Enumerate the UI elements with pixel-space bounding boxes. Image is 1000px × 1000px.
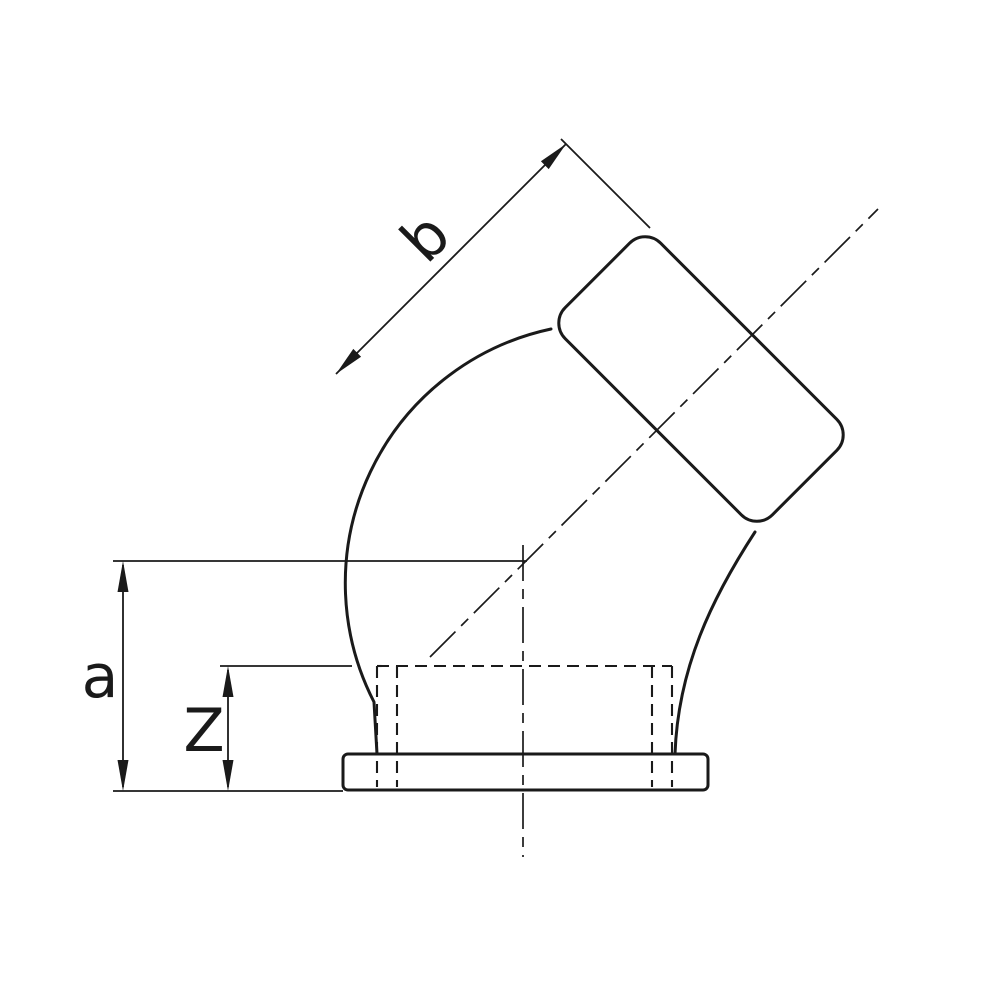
outer-body-curve [343,327,553,756]
dimension-a-label: a [82,642,119,712]
dimension-z: Z [183,665,352,791]
dimension-z-label: Z [183,696,224,766]
dimension-z-arrow-down [222,760,234,791]
dimension-a: a [82,560,527,792]
dimension-b-line [335,143,567,375]
upper-socket-collar [557,235,845,523]
dimension-b-arrow-upper [540,144,566,170]
dimension-z-arrow-up [222,666,234,697]
dimension-b-label: b [388,200,464,276]
dimension-a-arrow-up [117,561,129,592]
dimension-a-arrow-down [117,760,129,791]
diagonal-centerline [429,208,879,658]
hidden-thread-lines [375,664,674,787]
dimension-b-extension-line [560,138,651,229]
centerlines [429,208,879,857]
bottom-flange-band [341,752,710,792]
inner-body-curve [673,530,757,756]
dimension-b-arrow-lower [336,348,362,374]
fitting-outline [341,235,845,792]
